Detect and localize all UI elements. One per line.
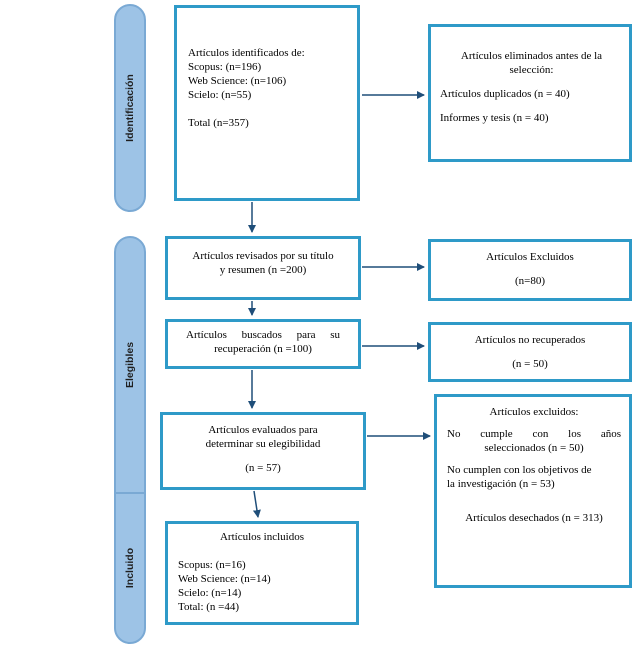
reviewed-box: Artículos revisados por su título y resu…	[165, 236, 361, 300]
identified-title: Artículos identificados de:	[188, 47, 305, 59]
included-scielo: Scielo: (n=14)	[178, 587, 242, 599]
removed-reports: Informes y tesis (n = 40)	[440, 112, 549, 124]
searched-box: Artículos buscados para su recuperación …	[165, 319, 361, 369]
reviewed-line2: y resumen (n =200)	[219, 264, 307, 276]
reviewed-line1: Artículos revisados por su título	[192, 250, 334, 262]
excluded2-discarded: Artículos desechados (n = 313)	[465, 512, 603, 524]
removed-title-2: selección:	[509, 64, 554, 76]
included-total: Total: (n =44)	[178, 601, 240, 613]
excluded2-title: Artículos excluidos:	[489, 406, 579, 418]
not-recovered-title: Artículos no recuperados	[474, 334, 586, 346]
identified-scopus: Scopus: (n=196)	[188, 61, 262, 73]
evaluated-box: Artículos evaluados para determinar su e…	[160, 412, 366, 490]
included-box: Artículos incluidos Scopus: (n=16) Web S…	[165, 521, 359, 625]
identified-wos: Web Science: (n=106)	[188, 75, 287, 87]
excluded2-reason1-line2: seleccionados (n = 50)	[484, 442, 584, 454]
excluded2-reason1-line1: No cumple con los años	[447, 428, 621, 440]
included-wos: Web Science: (n=14)	[178, 573, 271, 585]
included-scopus: Scopus: (n=16)	[178, 559, 246, 571]
searched-line2: recuperación (n =100)	[214, 343, 312, 355]
removed-title-1: Artículos eliminados antes de la	[460, 50, 603, 62]
included-title: Artículos incluidos	[219, 531, 305, 543]
excluded2-reason2-line1: No cumplen con los objetivos de	[447, 464, 592, 476]
excluded-title: Artículos Excluidos	[486, 251, 574, 263]
searched-line1: Artículos buscados para su	[186, 329, 340, 341]
evaluated-line1: Artículos evaluados para	[208, 424, 318, 436]
not-recovered-box: Artículos no recuperados (n = 50)	[428, 322, 632, 382]
removed-duplicates: Artículos duplicados (n = 40)	[440, 88, 570, 100]
excluded2-reason2-line2: la investigación (n = 53)	[447, 478, 555, 490]
arrow-evaluated-to-included	[252, 490, 261, 518]
excluded2-box: Artículos excluidos: No cumple con los a…	[434, 394, 632, 588]
removed-box: Artículos eliminados antes de la selecci…	[428, 24, 632, 162]
excluded-box: Artículos Excluidos (n=80)	[428, 239, 632, 301]
not-recovered-count: (n = 50)	[512, 358, 548, 370]
evaluated-line2: determinar su elegibilidad	[205, 438, 321, 450]
identified-box: Artículos identificados de: Scopus: (n=1…	[174, 5, 360, 201]
excluded-count: (n=80)	[514, 275, 546, 287]
phase-identification: Identificación	[114, 4, 146, 212]
identified-scielo: Scielo: (n=55)	[188, 89, 252, 101]
phase-eligible: Elegibles	[114, 236, 146, 494]
evaluated-count: (n = 57)	[245, 462, 281, 474]
identified-total: Total (n=357)	[188, 117, 249, 129]
phase-included: Incluido	[114, 492, 146, 644]
